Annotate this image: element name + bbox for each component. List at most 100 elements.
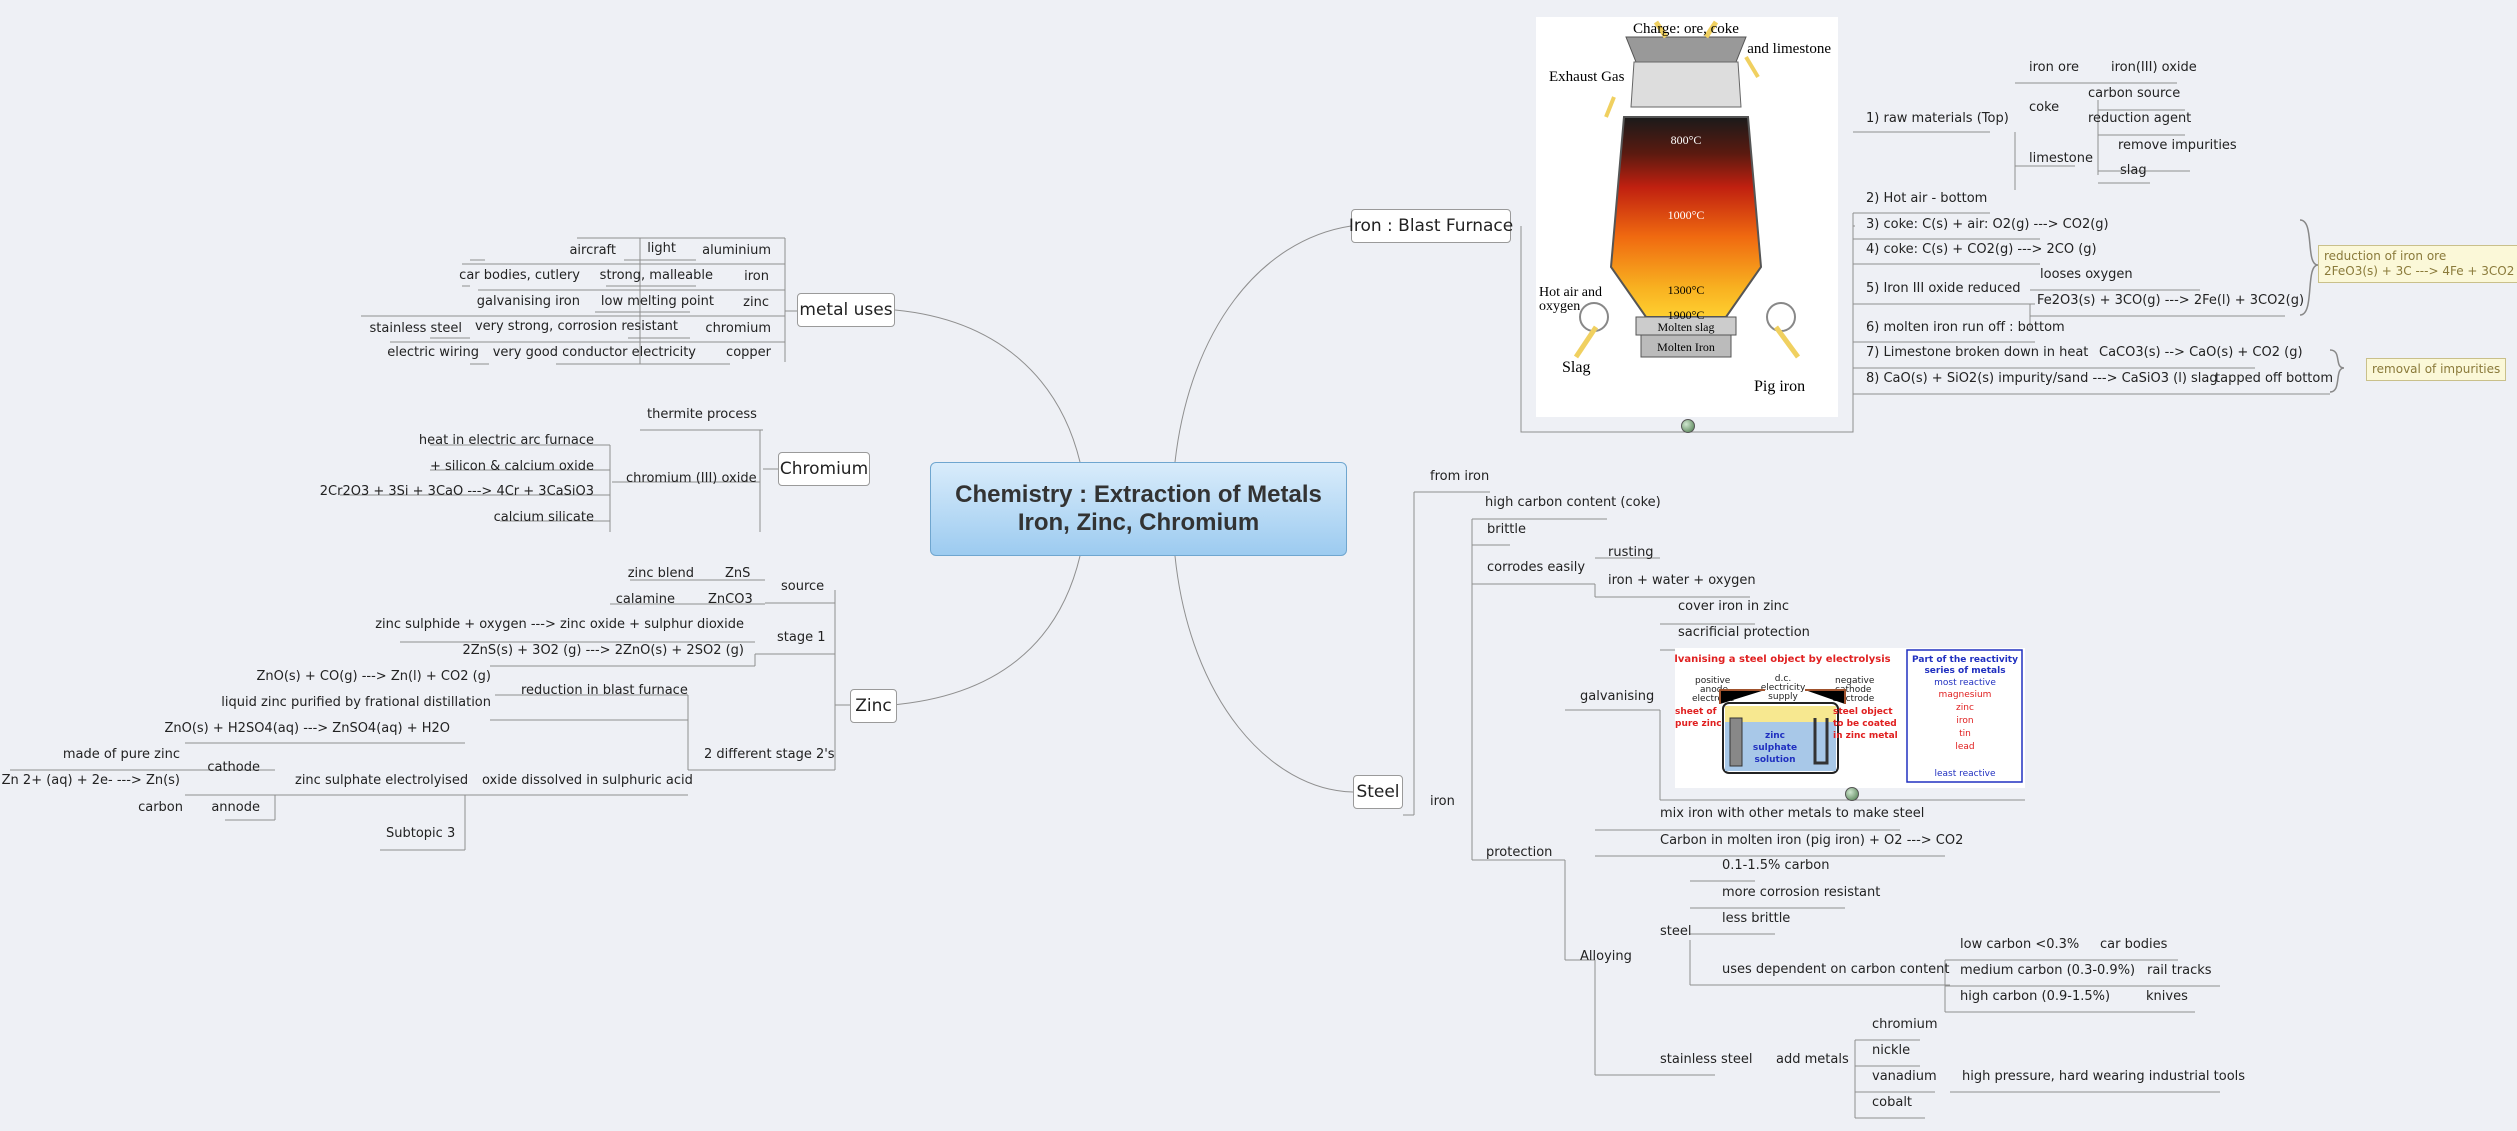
iron-raw-materials[interactable]: 1) raw materials (Top) (1866, 111, 2009, 126)
step-molten-iron[interactable]: 6) molten iron run off : bottom (1866, 320, 2065, 335)
protection-alloying[interactable]: Alloying (1580, 949, 1632, 964)
steel-uses-dependent[interactable]: uses dependent on carbon content (1722, 962, 1950, 977)
use-galvanising-iron[interactable]: galvanising iron (476, 294, 580, 309)
zinc-blend[interactable]: zinc blend (627, 566, 694, 581)
stage1-word[interactable]: zinc sulphide + oxygen ---> zinc oxide +… (375, 617, 744, 632)
limestone-equation[interactable]: CaCO3(s) --> CaO(s) + CO2 (g) (2099, 345, 2303, 360)
property-light[interactable]: light (647, 241, 676, 256)
oxide-silicon[interactable]: + silicon & calcium oxide (429, 459, 594, 474)
iron-ore[interactable]: iron ore (2029, 60, 2080, 75)
zinc-electrolysed[interactable]: zinc sulphate electrolyised (295, 773, 469, 788)
coke-reduction-agent[interactable]: reduction agent (2088, 111, 2192, 126)
steel-from-iron[interactable]: from iron (1430, 469, 1490, 484)
globe-icon[interactable] (1845, 787, 1859, 801)
carbon-high[interactable]: high carbon (0.9-1.5%) (1960, 989, 2111, 1004)
alloying-steel[interactable]: steel (1660, 924, 1692, 939)
metal-nickle[interactable]: nickle (1872, 1043, 1911, 1058)
zinc-oxide-dissolved[interactable]: oxide dissolved in sulphuric acid (482, 773, 693, 788)
step-coke-air[interactable]: 3) coke: C(s) + air: O2(g) ---> CO2(g) (1866, 217, 2109, 232)
step-hot-air[interactable]: 2) Hot air - bottom (1866, 191, 1988, 206)
limestone-slag[interactable]: slag (2120, 163, 2147, 178)
carbon-high-use[interactable]: knives (2146, 989, 2188, 1004)
zinc-zns[interactable]: ZnS (725, 566, 751, 581)
stainless-add-metals[interactable]: add metals (1776, 1052, 1849, 1067)
step-slag-equation[interactable]: 8) CaO(s) + SiO2(s) impurity/sand ---> C… (1866, 371, 2218, 386)
carbon-low[interactable]: low carbon <0.3% (1960, 937, 2080, 952)
oxide-heat[interactable]: heat in electric arc furnace (418, 433, 594, 448)
reduced-looses-oxygen[interactable]: looses oxygen (2040, 267, 2133, 282)
note-impurities[interactable]: removal of impurities (2366, 358, 2507, 381)
zinc-stage1[interactable]: stage 1 (777, 630, 826, 645)
steel-protection[interactable]: protection (1486, 845, 1553, 860)
property-low-melting[interactable]: low melting point (600, 294, 714, 309)
oxide-equation[interactable]: 2Cr2O3 + 3Si + 3CaO ---> 4Cr + 3CaSiO3 (319, 484, 594, 499)
branch-iron-blast-furnace[interactable]: Iron : Blast Furnace (1349, 209, 1513, 243)
reduced-equation[interactable]: Fe2O3(s) + 3CO(g) ---> 2Fe(l) + 3CO2(g) (2037, 293, 2305, 308)
galvanising-cover[interactable]: cover iron in zinc (1678, 599, 1790, 614)
steel-less-brittle[interactable]: less brittle (1722, 911, 1791, 926)
zinc-znco3[interactable]: ZnCO3 (708, 592, 753, 607)
stage1-equation[interactable]: 2ZnS(s) + 3O2 (g) ---> 2ZnO(s) + 2SO2 (g… (462, 643, 744, 658)
steel-carbon-range[interactable]: 0.1-1.5% carbon (1722, 858, 1830, 873)
use-stainless-steel[interactable]: stainless steel (369, 321, 462, 336)
cathode-half[interactable]: Zn 2+ (aq) + 2e- ---> Zn(s) (1, 773, 180, 788)
iron-coke[interactable]: coke (2029, 100, 2060, 115)
limestone-impurities[interactable]: remove impurities (2118, 138, 2237, 153)
step-limestone-heat[interactable]: 7) Limestone broken down in heat (1866, 345, 2089, 360)
carbon-medium-use[interactable]: rail tracks (2147, 963, 2212, 978)
oxide-calcium-silicate[interactable]: calcium silicate (493, 510, 594, 525)
branch-metal-uses[interactable]: metal uses (797, 293, 895, 327)
steel-corrodes[interactable]: corrodes easily (1487, 560, 1586, 575)
branch-steel[interactable]: Steel (1353, 775, 1403, 809)
protection-carbon-molten[interactable]: Carbon in molten iron (pig iron) + O2 --… (1660, 833, 1964, 848)
property-very-strong[interactable]: very strong, corrosion resistant (474, 319, 678, 334)
carbon-medium[interactable]: medium carbon (0.3-0.9%) (1960, 963, 2136, 978)
zinc-stage2[interactable]: 2 different stage 2's (704, 747, 835, 762)
cathode-pure[interactable]: made of pure zinc (62, 747, 180, 762)
alloying-stainless[interactable]: stainless steel (1660, 1052, 1753, 1067)
slag-tapped-off[interactable]: tapped off bottom (2215, 371, 2334, 386)
metal-zinc[interactable]: zinc (743, 295, 769, 310)
protection-mix[interactable]: mix iron with other metals to make steel (1660, 806, 1925, 821)
metal-iron[interactable]: iron (744, 269, 769, 284)
metal-vanadium[interactable]: vanadium (1872, 1069, 1937, 1084)
zinc-reduction[interactable]: reduction in blast furnace (521, 683, 688, 698)
metal-chromium[interactable]: chromium (705, 321, 771, 336)
use-electric-wiring[interactable]: electric wiring (387, 345, 479, 360)
branch-zinc[interactable]: Zinc (850, 689, 897, 723)
carbon-low-use[interactable]: car bodies (2100, 937, 2168, 952)
steel-high-carbon[interactable]: high carbon content (coke) (1485, 495, 1661, 510)
step-coke-co2[interactable]: 4) coke: C(s) + CO2(g) ---> 2CO (g) (1866, 242, 2097, 257)
protection-galvanising[interactable]: galvanising (1580, 689, 1655, 704)
metal-copper[interactable]: copper (726, 345, 771, 360)
zinc-subtopic[interactable]: Subtopic 3 (386, 826, 456, 841)
vanadium-high-pressure[interactable]: high pressure, hard wearing industrial t… (1962, 1069, 2246, 1084)
property-strong[interactable]: strong, malleable (599, 268, 713, 283)
globe-icon[interactable] (1681, 419, 1695, 433)
coke-carbon-source[interactable]: carbon source (2088, 86, 2181, 101)
iron-ore-oxide[interactable]: iron(III) oxide (2111, 60, 2197, 75)
h2so4-equation[interactable]: ZnO(s) + H2SO4(aq) ---> ZnSO4(aq) + H2O (164, 721, 450, 736)
steel-brittle[interactable]: brittle (1487, 522, 1527, 537)
property-conductor[interactable]: very good conductor electricity (492, 345, 696, 360)
branch-chromium[interactable]: Chromium (778, 452, 870, 486)
reduction-equation[interactable]: ZnO(s) + CO(g) ---> Zn(l) + CO2 (g) (256, 669, 491, 684)
thermite-process[interactable]: thermite process (647, 407, 757, 422)
iron-limestone[interactable]: limestone (2029, 151, 2093, 166)
galvanising-sacrificial[interactable]: sacrificial protection (1678, 625, 1810, 640)
zinc-calamine[interactable]: calamine (615, 592, 675, 607)
use-aircraft[interactable]: aircraft (569, 243, 616, 258)
chromium-oxide[interactable]: chromium (III) oxide (626, 471, 757, 486)
steel-iron[interactable]: iron (1430, 794, 1455, 809)
zinc-source[interactable]: source (781, 579, 825, 594)
note-reduction[interactable]: reduction of iron ore 2FeO3(s) + 3C --->… (2318, 245, 2517, 283)
use-car-bodies[interactable]: car bodies, cutlery (459, 268, 580, 283)
steel-corrosion-resistant[interactable]: more corrosion resistant (1722, 885, 1881, 900)
metal-aluminium[interactable]: aluminium (702, 243, 771, 258)
step-oxide-reduced[interactable]: 5) Iron III oxide reduced (1866, 281, 2021, 296)
zinc-annode[interactable]: annode (211, 800, 260, 815)
central-topic[interactable]: Chemistry : Extraction of Metals Iron, Z… (930, 462, 1347, 556)
corrodes-iron-water[interactable]: iron + water + oxygen (1608, 573, 1756, 588)
annode-carbon[interactable]: carbon (138, 800, 183, 815)
reduction-distillation[interactable]: liquid zinc purified by frational distil… (221, 695, 491, 710)
